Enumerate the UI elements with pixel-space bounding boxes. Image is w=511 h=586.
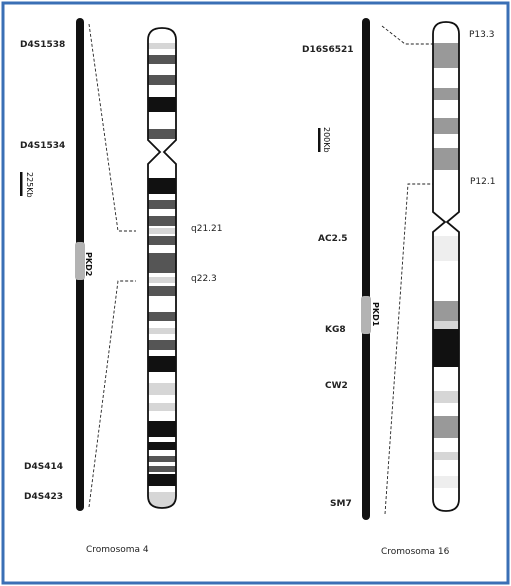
chr4-marker-d4s1534: D4S1534 <box>20 141 65 151</box>
chr16-marker-d16s6521: D16S6521 <box>302 45 354 55</box>
chr4-band-label-q22-3: q22.3 <box>191 274 217 284</box>
chr16-band <box>433 88 459 100</box>
chr4-marker-d4s1538: D4S1538 <box>20 40 65 50</box>
chr4-band <box>148 277 176 283</box>
chr4-scale-label: 225Kb <box>25 172 34 198</box>
chr4-marker-d4s414: D4S414 <box>24 462 63 472</box>
chr4-band <box>148 178 176 194</box>
chr16-marker-sm7: SM7 <box>330 499 352 509</box>
chr16-band <box>433 329 459 367</box>
chr16-marker-ac2-5: AC2.5 <box>318 234 348 244</box>
chr4-band <box>148 383 176 395</box>
chr4-caption: Cromosoma 4 <box>86 545 149 555</box>
chr16-band <box>433 118 459 134</box>
chr16-band <box>433 43 459 68</box>
chr4-band <box>148 340 176 350</box>
chr16-caption: Cromosoma 16 <box>381 547 450 557</box>
chr16-band-label-p13-3: P13.3 <box>469 30 494 40</box>
chr4-band <box>148 456 176 462</box>
chr16-band <box>433 301 459 321</box>
chr16-leader-bottom <box>384 183 433 515</box>
chr4-leader-top <box>88 23 136 232</box>
chr16-marker-cw2: CW2 <box>325 381 348 391</box>
chr4-band <box>148 253 176 273</box>
chr4-band <box>148 43 176 49</box>
chr4-band <box>148 442 176 450</box>
chr16-marker-kg8: KG8 <box>325 325 346 335</box>
chr4-band <box>148 466 176 472</box>
chr4-band <box>148 286 176 296</box>
chr4-band <box>148 474 176 486</box>
chr4-band <box>148 75 176 85</box>
chr4-band <box>148 216 176 226</box>
chr4-band <box>148 97 176 112</box>
chromosome-16-panel: PKD1 D16S6521 AC2.5 KG8 CW2 SM7 200Kb <box>302 18 495 557</box>
chromosome-4-panel: PKD2 D4S1538 D4S1534 D4S414 D4S423 225Kb <box>20 18 222 555</box>
chr4-band <box>148 312 176 321</box>
chr4-gene-label: PKD2 <box>84 252 93 276</box>
chr4-gene-region <box>75 242 85 280</box>
chr16-band <box>433 148 459 170</box>
chr4-band <box>148 228 176 234</box>
chr4-idiogram-outline <box>147 27 177 509</box>
chr4-band <box>148 129 176 139</box>
chr4-band <box>148 356 176 372</box>
chr16-scale-bar <box>318 128 321 152</box>
chr4-band <box>148 492 176 508</box>
chr4-band <box>148 403 176 411</box>
chr16-band <box>433 476 459 488</box>
chr16-idiogram-bands <box>433 22 459 511</box>
chr16-scale-label: 200Kb <box>322 127 331 153</box>
chr16-gene-region <box>361 296 371 334</box>
chr4-band-label-q21-21: q21.21 <box>191 224 222 234</box>
chr4-band <box>148 236 176 245</box>
chr16-map-bar <box>362 18 370 520</box>
chr16-band-label-p12-1: P12.1 <box>470 177 495 187</box>
chr16-leader-top <box>381 25 433 45</box>
chr16-band <box>433 416 459 438</box>
chr16-band <box>433 391 459 403</box>
chr4-leader-bottom <box>88 280 136 508</box>
chr4-band <box>148 200 176 209</box>
chr16-band <box>433 321 459 329</box>
chr4-band <box>148 328 176 334</box>
chr16-band <box>433 236 459 261</box>
chr4-band <box>148 55 176 64</box>
chr4-marker-d4s423: D4S423 <box>24 492 63 502</box>
chr4-band <box>148 421 176 437</box>
chr16-idiogram-outline <box>432 21 460 512</box>
chr16-gene-label: PKD1 <box>371 302 380 327</box>
chr4-idiogram-bands <box>148 28 176 508</box>
chr16-band <box>433 452 459 460</box>
chr4-scale-bar <box>20 172 23 196</box>
